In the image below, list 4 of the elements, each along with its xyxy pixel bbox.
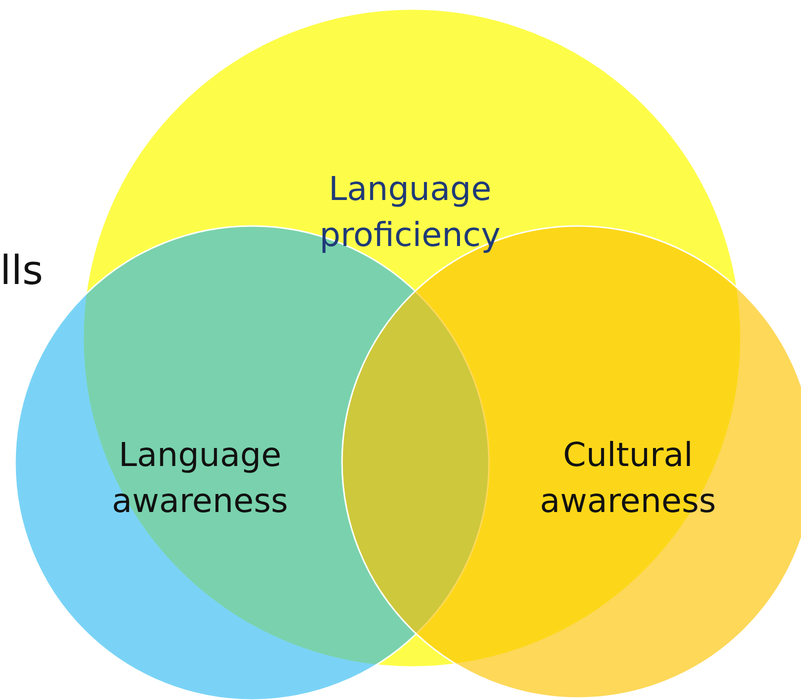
circle-label: Cultural awareness bbox=[538, 434, 718, 522]
cut-off-text: lls bbox=[0, 248, 44, 294]
circle-label: Language awareness bbox=[110, 434, 290, 522]
circle-label: Language proficiency bbox=[318, 168, 502, 256]
